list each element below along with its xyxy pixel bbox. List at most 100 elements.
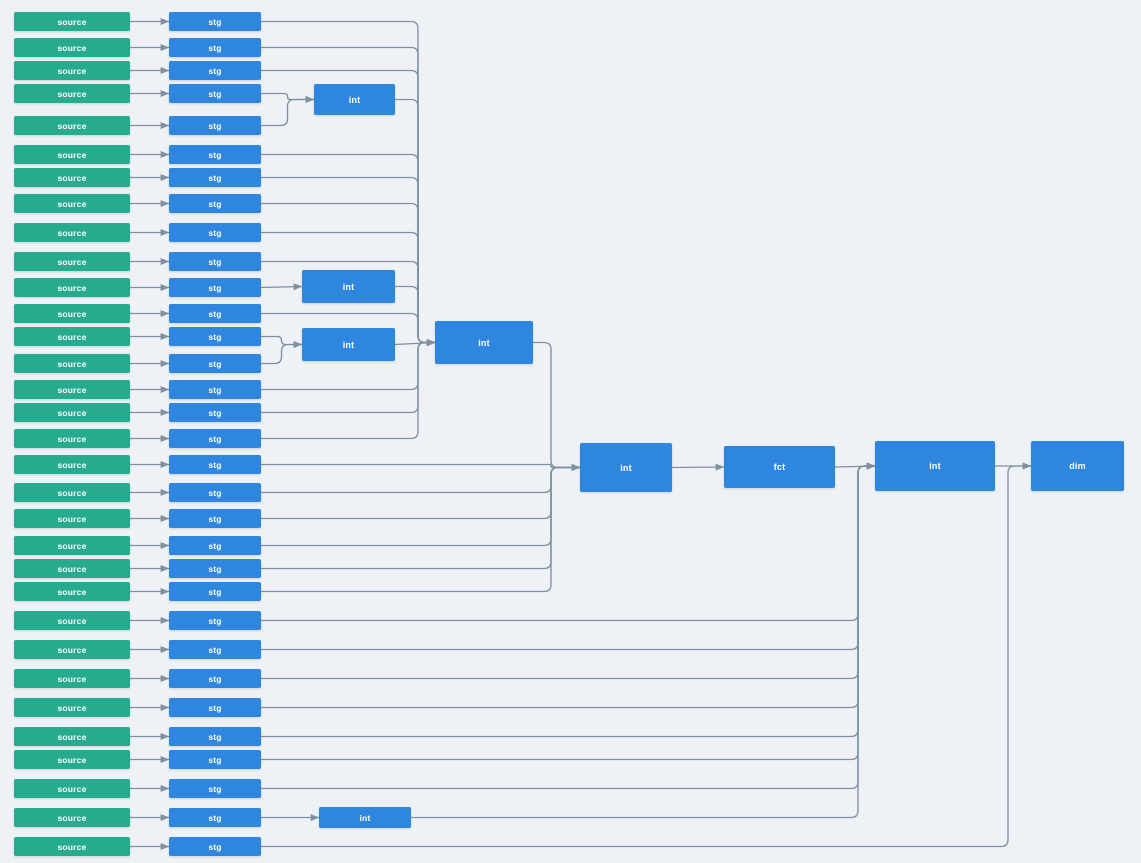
edge-stg-21-to-int-E	[260, 463, 581, 547]
node-stg-21[interactable]: stg	[169, 536, 261, 555]
node-source-30[interactable]: source	[14, 779, 130, 798]
node-int-A[interactable]: int	[314, 84, 395, 115]
node-stg-02[interactable]: stg	[169, 38, 261, 57]
node-stg-31[interactable]: stg	[169, 808, 261, 827]
edge-stg-17-to-int-D	[260, 338, 436, 440]
node-stg-13[interactable]: stg	[169, 327, 261, 346]
node-stg-05[interactable]: stg	[169, 116, 261, 135]
node-source-06[interactable]: source	[14, 145, 130, 164]
edge-stg-25-to-int-F	[260, 462, 876, 651]
node-stg-12[interactable]: stg	[169, 304, 261, 323]
node-source-19[interactable]: source	[14, 483, 130, 502]
node-source-09[interactable]: source	[14, 223, 130, 242]
edge-int-E-to-fct-01	[671, 463, 725, 471]
node-label: stg	[208, 731, 222, 742]
node-source-29[interactable]: source	[14, 750, 130, 769]
node-source-01[interactable]: source	[14, 12, 130, 31]
node-source-25[interactable]: source	[14, 640, 130, 659]
node-fct-01[interactable]: fct	[724, 446, 835, 488]
node-dim-01[interactable]: dim	[1031, 441, 1124, 491]
node-label: source	[57, 731, 87, 742]
node-source-04[interactable]: source	[14, 84, 130, 103]
node-stg-24[interactable]: stg	[169, 611, 261, 630]
node-label: stg	[208, 65, 222, 76]
node-label: stg	[208, 256, 222, 267]
node-int-C[interactable]: int	[302, 328, 395, 361]
node-stg-29[interactable]: stg	[169, 750, 261, 769]
node-source-08[interactable]: source	[14, 194, 130, 213]
node-source-26[interactable]: source	[14, 669, 130, 688]
node-source-12[interactable]: source	[14, 304, 130, 323]
node-stg-26[interactable]: stg	[169, 669, 261, 688]
node-source-05[interactable]: source	[14, 116, 130, 135]
node-source-07[interactable]: source	[14, 168, 130, 187]
edge-stg-19-to-int-E	[260, 463, 581, 494]
node-stg-27[interactable]: stg	[169, 698, 261, 717]
node-stg-06[interactable]: stg	[169, 145, 261, 164]
node-stg-17[interactable]: stg	[169, 429, 261, 448]
node-stg-18[interactable]: stg	[169, 455, 261, 474]
node-label: source	[57, 42, 87, 53]
node-stg-30[interactable]: stg	[169, 779, 261, 798]
node-stg-14[interactable]: stg	[169, 354, 261, 373]
node-source-15[interactable]: source	[14, 380, 130, 399]
edge-stg-30-to-int-F	[260, 462, 876, 790]
node-label: source	[57, 16, 87, 27]
node-source-18[interactable]: source	[14, 455, 130, 474]
node-source-21[interactable]: source	[14, 536, 130, 555]
node-source-28[interactable]: source	[14, 727, 130, 746]
node-label: int	[359, 812, 371, 823]
node-stg-08[interactable]: stg	[169, 194, 261, 213]
node-source-32[interactable]: source	[14, 837, 130, 856]
node-source-23[interactable]: source	[14, 582, 130, 601]
node-stg-20[interactable]: stg	[169, 509, 261, 528]
edge-stg-05-to-int-A	[260, 95, 315, 127]
node-source-13[interactable]: source	[14, 327, 130, 346]
node-stg-10[interactable]: stg	[169, 252, 261, 271]
node-stg-16[interactable]: stg	[169, 403, 261, 422]
node-source-31[interactable]: source	[14, 808, 130, 827]
node-stg-15[interactable]: stg	[169, 380, 261, 399]
node-source-10[interactable]: source	[14, 252, 130, 271]
node-source-24[interactable]: source	[14, 611, 130, 630]
node-source-11[interactable]: source	[14, 278, 130, 297]
node-source-02[interactable]: source	[14, 38, 130, 57]
node-int-G[interactable]: int	[319, 807, 411, 828]
node-stg-28[interactable]: stg	[169, 727, 261, 746]
node-stg-11[interactable]: stg	[169, 278, 261, 297]
node-label: stg	[208, 198, 222, 209]
node-source-16[interactable]: source	[14, 403, 130, 422]
node-source-27[interactable]: source	[14, 698, 130, 717]
node-stg-25[interactable]: stg	[169, 640, 261, 659]
node-stg-32[interactable]: stg	[169, 837, 261, 856]
node-source-20[interactable]: source	[14, 509, 130, 528]
node-int-E[interactable]: int	[580, 443, 672, 492]
node-label: source	[57, 358, 87, 369]
node-source-03[interactable]: source	[14, 61, 130, 80]
node-source-22[interactable]: source	[14, 559, 130, 578]
edge-stg-18-to-int-E	[260, 463, 581, 472]
edge-stg-27-to-int-F	[260, 462, 876, 709]
node-stg-19[interactable]: stg	[169, 483, 261, 502]
node-stg-22[interactable]: stg	[169, 559, 261, 578]
node-stg-09[interactable]: stg	[169, 223, 261, 242]
node-source-14[interactable]: source	[14, 354, 130, 373]
edge-stg-12-to-int-D	[260, 312, 436, 347]
node-int-B[interactable]: int	[302, 270, 395, 303]
node-label: int	[342, 339, 355, 350]
node-source-17[interactable]: source	[14, 429, 130, 448]
node-stg-04[interactable]: stg	[169, 84, 261, 103]
node-stg-01[interactable]: stg	[169, 12, 261, 31]
node-int-F[interactable]: int	[875, 441, 995, 491]
node-label: stg	[208, 513, 222, 524]
node-label: stg	[208, 88, 222, 99]
node-label: stg	[208, 16, 222, 27]
edge-stg-11-to-int-B	[260, 283, 303, 291]
node-label: stg	[208, 282, 222, 293]
node-int-D[interactable]: int	[435, 321, 533, 364]
node-label: source	[57, 149, 87, 160]
node-label: source	[57, 331, 87, 342]
node-stg-23[interactable]: stg	[169, 582, 261, 601]
node-stg-03[interactable]: stg	[169, 61, 261, 80]
node-stg-07[interactable]: stg	[169, 168, 261, 187]
